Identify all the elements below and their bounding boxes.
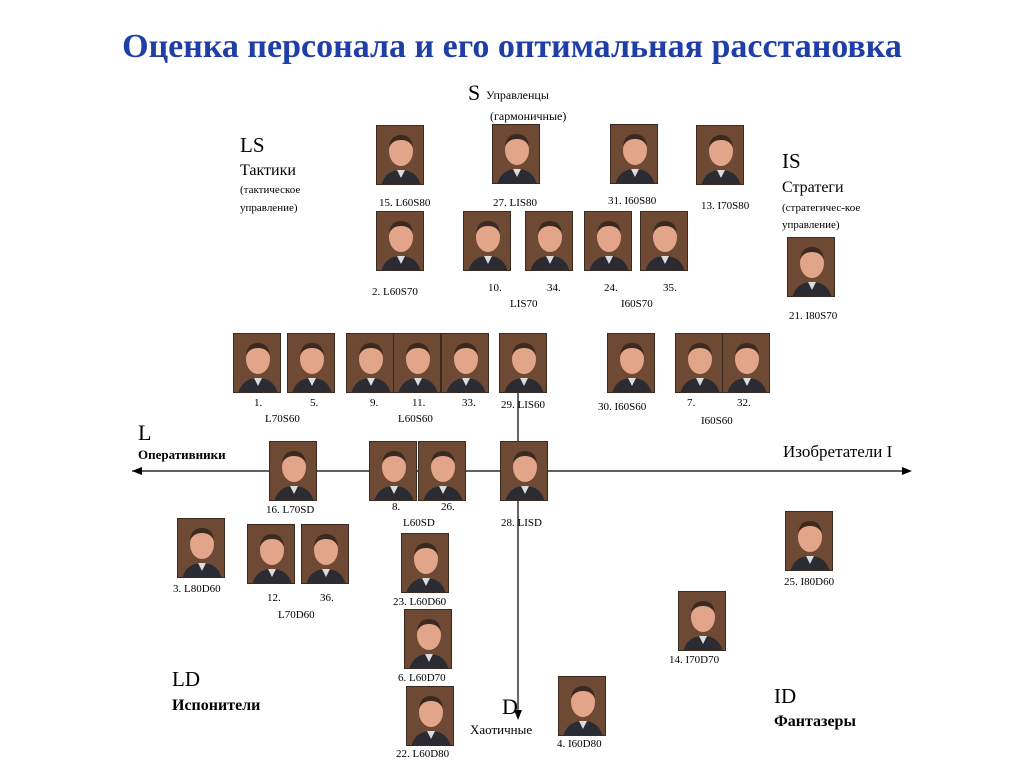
person-caption: 28. LISD: [501, 517, 542, 529]
person-caption: 10.: [488, 282, 502, 294]
person-caption: 3. L80D60: [173, 583, 221, 595]
portrait-photo: [640, 211, 688, 271]
portrait-photo: [584, 211, 632, 271]
portrait-photo: [247, 524, 295, 584]
group-caption: L60S60: [398, 413, 433, 425]
portrait-photo: [610, 124, 658, 184]
portrait-photo: [369, 441, 417, 501]
group-caption: I60S70: [621, 298, 653, 310]
group-caption: L70D60: [278, 609, 315, 621]
person-caption: 12.: [267, 592, 281, 604]
person-caption: 23. L60D60: [393, 596, 447, 608]
ld-code: LD: [172, 667, 200, 691]
person-caption: 11.: [412, 397, 426, 409]
person-caption: 5.: [310, 397, 319, 409]
person-caption: 32.: [737, 397, 751, 409]
person-caption: 31. I60S80: [608, 195, 657, 207]
person-caption: 29. LIS60: [501, 399, 545, 411]
axis-bottom-name: Хаотичные: [470, 722, 533, 737]
person-caption: 27. LIS80: [493, 197, 537, 209]
id-code: ID: [774, 684, 797, 708]
group-caption: I60S60: [701, 415, 733, 427]
group-caption: L60SD: [403, 517, 435, 529]
person-caption: 22. L60D80: [396, 748, 450, 760]
portrait-photo: [499, 333, 547, 393]
portrait-photo: [678, 591, 726, 651]
person-caption: 14. I70D70: [669, 654, 720, 666]
portrait-photo: [675, 333, 723, 393]
portrait-photo: [722, 333, 770, 393]
portrait-photo: [607, 333, 655, 393]
ls-code: LS: [240, 133, 265, 157]
axis-top-letter: S: [468, 80, 481, 105]
portrait-photo: [696, 125, 744, 185]
portrait-photo: [393, 333, 441, 393]
portrait-photo: [406, 686, 454, 746]
person-caption: 33.: [462, 397, 476, 409]
left-arrow-icon: [132, 467, 142, 475]
person-caption: 35.: [663, 282, 677, 294]
person-caption: 8.: [392, 501, 401, 513]
portrait-photo: [233, 333, 281, 393]
is-code: IS: [782, 149, 801, 173]
portrait-photo: [376, 211, 424, 271]
axis-left-letter: L: [138, 420, 152, 445]
is-desc-1: (стратегичес-кое: [782, 202, 861, 214]
is-desc-2: управление): [782, 219, 840, 231]
axis-bottom-letter: D: [502, 694, 518, 719]
axis-left-name: Оперативники: [138, 447, 226, 462]
ls-name: Тактики: [240, 162, 296, 179]
person-caption: 25. I80D60: [784, 576, 835, 588]
portrait-photo: [558, 676, 606, 736]
portrait-photo: [376, 125, 424, 185]
person-caption: 13. I70S80: [701, 200, 750, 212]
group-caption: L70S60: [265, 413, 300, 425]
person-caption: 36.: [320, 592, 334, 604]
portrait-photo: [404, 609, 452, 669]
portrait-photo: [441, 333, 489, 393]
axis-top-desc: (гармоничные): [490, 109, 567, 123]
portrait-photo: [785, 511, 833, 571]
person-caption: 6. L60D70: [398, 672, 446, 684]
portrait-photo: [301, 524, 349, 584]
portrait-photo: [463, 211, 511, 271]
axis-top-name: Управленцы: [486, 88, 549, 102]
person-caption: 2. L60S70: [372, 286, 418, 298]
group-caption: LIS70: [510, 298, 538, 310]
person-caption: 15. L60S80: [379, 197, 431, 209]
portrait-photo: [525, 211, 573, 271]
person-caption: 34.: [547, 282, 561, 294]
person-caption: 26.: [441, 501, 455, 513]
ls-desc-1: (тактическое: [240, 184, 301, 196]
person-caption: 7.: [687, 397, 696, 409]
portrait-photo: [269, 441, 317, 501]
person-caption: 9.: [370, 397, 379, 409]
portrait-photo: [492, 124, 540, 184]
person-caption: 16. L70SD: [266, 504, 315, 516]
ls-desc-2: управление): [240, 202, 298, 214]
person-caption: 1.: [254, 397, 263, 409]
portrait-photo: [787, 237, 835, 297]
portrait-photo: [500, 441, 548, 501]
person-caption: 21. I80S70: [789, 310, 838, 322]
down-arrow-icon: [514, 710, 522, 720]
person-caption: 4. I60D80: [557, 738, 602, 750]
person-caption: 24.: [604, 282, 618, 294]
portrait-photo: [418, 441, 466, 501]
portrait-photo: [177, 518, 225, 578]
page-title: Оценка персонала и его оптимальная расст…: [122, 28, 902, 65]
id-name: Фантазеры: [774, 713, 856, 730]
is-name: Стратеги: [782, 179, 844, 196]
person-caption: 30. I60S60: [598, 401, 647, 413]
portrait-photo: [346, 333, 394, 393]
ld-name: Испонители: [172, 697, 261, 714]
right-arrow-icon: [902, 467, 912, 475]
portrait-photo: [401, 533, 449, 593]
portrait-photo: [287, 333, 335, 393]
axis-right-label: Изобретатели I: [783, 442, 893, 461]
